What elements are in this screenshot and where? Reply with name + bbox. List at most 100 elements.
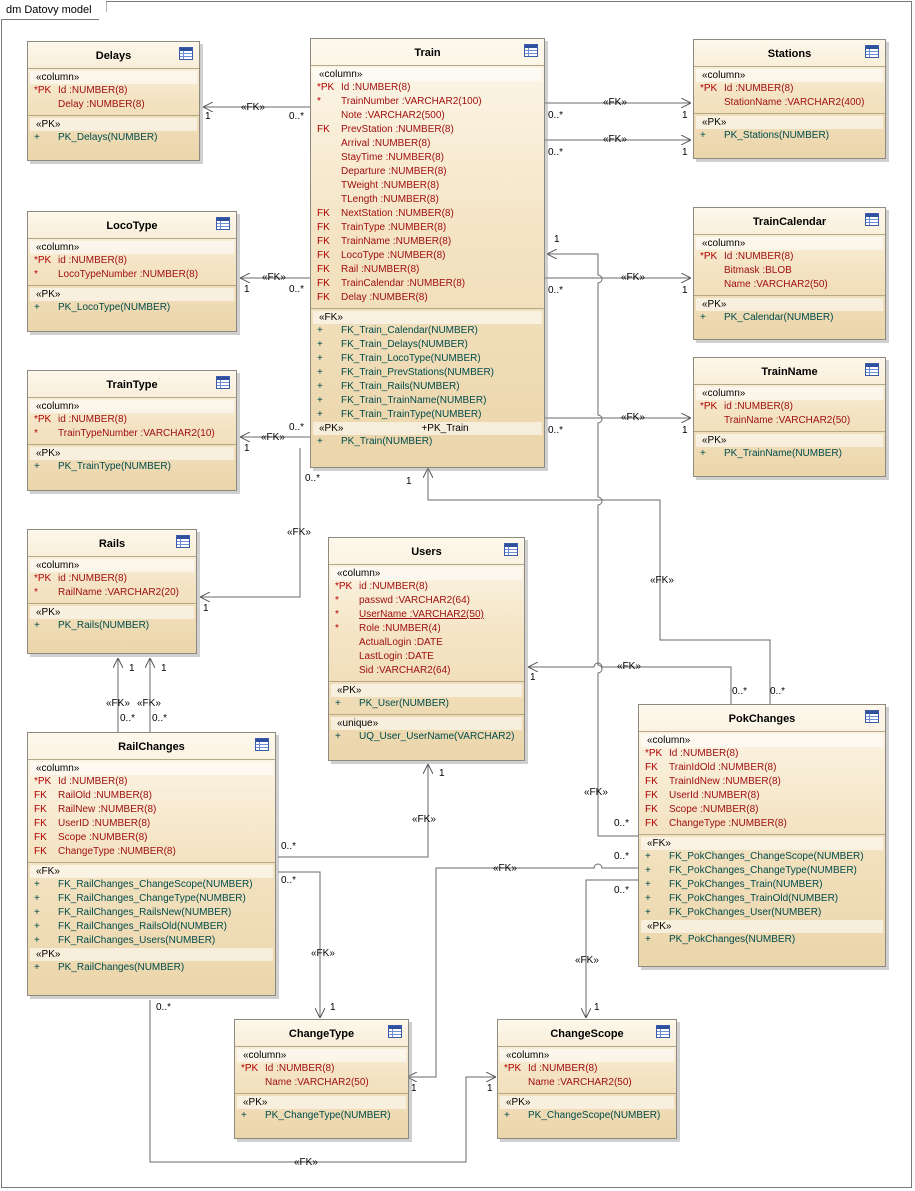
stereotype-text: «column»: [36, 763, 80, 774]
row-text: Note :VARCHAR2(500): [341, 110, 445, 121]
label-many: 0..*: [152, 713, 168, 724]
row-text: FK_PokChanges_User(NUMBER): [669, 907, 822, 918]
row-text: Rail :NUMBER(8): [341, 264, 420, 275]
label-one: 1: [594, 1002, 600, 1013]
label-many: 0..*: [305, 473, 321, 484]
row-prefix: *: [335, 595, 339, 606]
entity-name: Users: [411, 546, 442, 558]
row-text: TrainCalendar :NUMBER(8): [341, 278, 466, 289]
row-text: Id :NUMBER(8): [669, 748, 739, 759]
row-text: LocoType :NUMBER(8): [341, 250, 446, 261]
entity-name: TrainType: [106, 379, 158, 391]
row-text: PK_ChangeScope(NUMBER): [528, 1110, 661, 1121]
stereotype-text: «column»: [506, 1050, 550, 1061]
operation-row: +PK_ChangeScope(NUMBER): [498, 1109, 676, 1123]
row-prefix: +: [645, 893, 651, 904]
entity-header: TrainName: [694, 358, 885, 385]
row-text: id :NUMBER(8): [724, 401, 793, 412]
column-row: Departure :NUMBER(8): [311, 165, 544, 179]
row-text: FK_Train_Calendar(NUMBER): [341, 325, 478, 336]
stereotype-label: «column»: [641, 734, 883, 747]
column-row: *PK id :NUMBER(8): [329, 580, 524, 594]
row-prefix: +: [317, 381, 323, 392]
stereotype-text: «column»: [702, 238, 746, 249]
row-text: TrainName :NUMBER(8): [341, 236, 452, 247]
stereotype-text: «PK»: [702, 435, 727, 446]
label-one: 1: [330, 1002, 336, 1013]
row-prefix: *: [34, 587, 38, 598]
stereotype-text: «PK»: [36, 448, 61, 459]
row-prefix: *: [34, 269, 38, 280]
column-row: TLength :NUMBER(8): [311, 193, 544, 207]
label-many: 0..*: [614, 818, 630, 829]
row-prefix: FK: [645, 762, 658, 773]
column-row: *passwd :VARCHAR2(64): [329, 594, 524, 608]
row-prefix: +: [317, 395, 323, 406]
operation-row: +FK_Train_Delays(NUMBER): [311, 338, 544, 352]
label-one: 1: [682, 110, 688, 121]
row-text: FK_Train_TrainType(NUMBER): [341, 409, 482, 420]
row-text: Name :VARCHAR2(50): [528, 1077, 632, 1088]
row-prefix: +: [317, 409, 323, 420]
row-prefix: FK: [34, 832, 47, 843]
row-text: TrainTypeNumber :VARCHAR2(10): [58, 428, 215, 439]
stereotype-text: «PK»: [36, 607, 61, 618]
row-prefix: *PK: [504, 1063, 522, 1074]
stereotype-text: «column»: [702, 70, 746, 81]
operation-row: +PK_LocoType(NUMBER): [28, 301, 236, 315]
row-text: Id :NUMBER(8): [58, 85, 128, 96]
column-row: Name :VARCHAR2(50): [235, 1076, 408, 1090]
row-text: PK_Train(NUMBER): [341, 436, 433, 447]
stereotype-text: «PK»: [243, 1097, 268, 1108]
operation-row: +FK_RailChanges_ChangeType(NUMBER): [28, 892, 275, 906]
entity-header: TrainType: [28, 371, 236, 398]
operation-row: +FK_Train_PrevStations(NUMBER): [311, 366, 544, 380]
label-many: 0..*: [548, 425, 564, 436]
row-prefix: +: [335, 731, 341, 742]
stereotype-label: «FK»: [641, 837, 883, 850]
entity-header: Rails: [28, 530, 196, 557]
stereotype-text: «FK»: [647, 838, 671, 849]
column-row: *Role :NUMBER(4): [329, 622, 524, 636]
operation-row: +PK_TrainName(NUMBER): [694, 447, 885, 461]
table-icon: [216, 217, 230, 230]
stereotype-label: «PK»: [641, 920, 883, 933]
column-row: StayTime :NUMBER(8): [311, 151, 544, 165]
row-text: id :NUMBER(8): [359, 581, 428, 592]
row-prefix: +: [317, 436, 323, 447]
row-prefix: FK: [645, 818, 658, 829]
row-prefix: +: [317, 367, 323, 378]
row-prefix: *PK: [335, 581, 353, 592]
row-prefix: FK: [34, 818, 47, 829]
row-text: TLength :NUMBER(8): [341, 194, 439, 205]
stereotype-label: «PK»: [30, 447, 234, 460]
stereotype-label: «PK»: [237, 1096, 406, 1109]
row-text: RailNew :NUMBER(8): [58, 804, 157, 815]
stereotype-text: «PK»: [319, 423, 344, 434]
stereotype-text: «column»: [647, 735, 691, 746]
pks-section: «PK»+PK_ChangeType(NUMBER): [235, 1093, 408, 1126]
stereotype-text: «column»: [36, 242, 80, 253]
entity-name: LocoType: [106, 220, 158, 232]
